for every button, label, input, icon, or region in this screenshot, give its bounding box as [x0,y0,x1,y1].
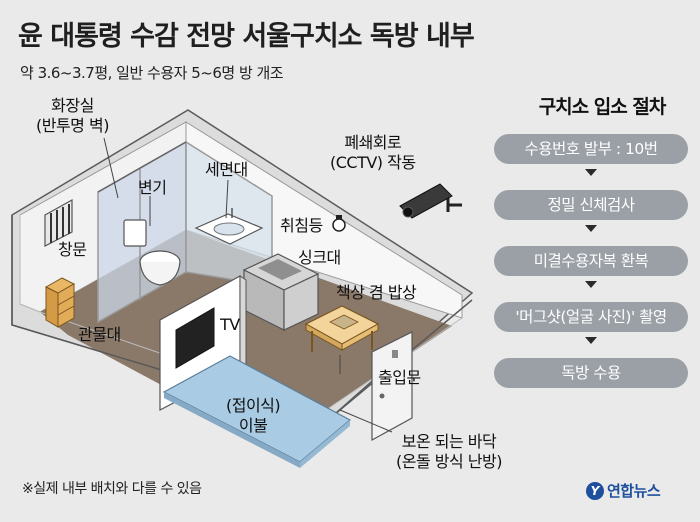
washbasin [194,208,264,245]
page-subtitle: 약 3.6~3.7평, 일반 수용자 5~6명 방 개조 [20,64,284,82]
lightbulb-icon [332,215,346,232]
down-arrow-icon [585,169,597,176]
yonhap-logo-mark: Y [586,481,604,500]
sleep-light-label: 취침등 [280,216,323,235]
entrance-door [371,331,413,442]
down-arrow-icon [585,225,597,232]
yonhap-logo-text: 연합뉴스 [607,482,661,500]
toilet-label: 변기 [138,178,167,197]
storage-shelf [44,277,76,328]
cctv-label: 폐쇄회로 (CCTV) 작동 [330,133,416,172]
cctv-camera-icon [399,183,462,219]
sink-unit [242,253,320,331]
washbasin-label: 세면대 [205,160,248,179]
yonhap-logo: Y 연합뉴스 [586,480,661,501]
procedure-step: '머그샷(얼굴 사진)' 촬영 [494,302,688,332]
leader-lines [103,137,393,433]
procedure-step: 독방 수용 [494,358,688,388]
desk [304,305,380,352]
page-title: 윤 대통령 수감 전망 서울구치소 독방 내부 [18,21,475,52]
procedure-step: 미결수용자복 환복 [494,246,688,276]
toilet [123,219,181,286]
folding-bedding [162,355,352,468]
sink-label: 싱크대 [298,248,341,267]
procedure-step: 수용번호 발부 : 10번 [494,134,688,164]
floor-label: 보온 되는 바닥 (온돌 방식 난방) [396,432,502,471]
window-label: 창문 [58,240,87,259]
procedure-step: 정밀 신체검사 [494,190,688,220]
tv-label: TV [220,315,240,334]
window-bars-icon [44,198,73,247]
down-arrow-icon [585,281,597,288]
storage-label: 관물대 [78,325,121,344]
footnote: ※실제 내부 배치와 다를 수 있음 [22,481,202,497]
restroom-label: 화장실 (반투명 벽) [36,96,109,135]
desk-label: 책상 겸 밥상 [336,283,417,302]
procedure-title: 구치소 입소 절차 [538,96,667,118]
bedding-label: (접이식) 이불 [226,396,281,435]
down-arrow-icon [585,337,597,344]
entrance-label: 출입문 [378,368,421,387]
